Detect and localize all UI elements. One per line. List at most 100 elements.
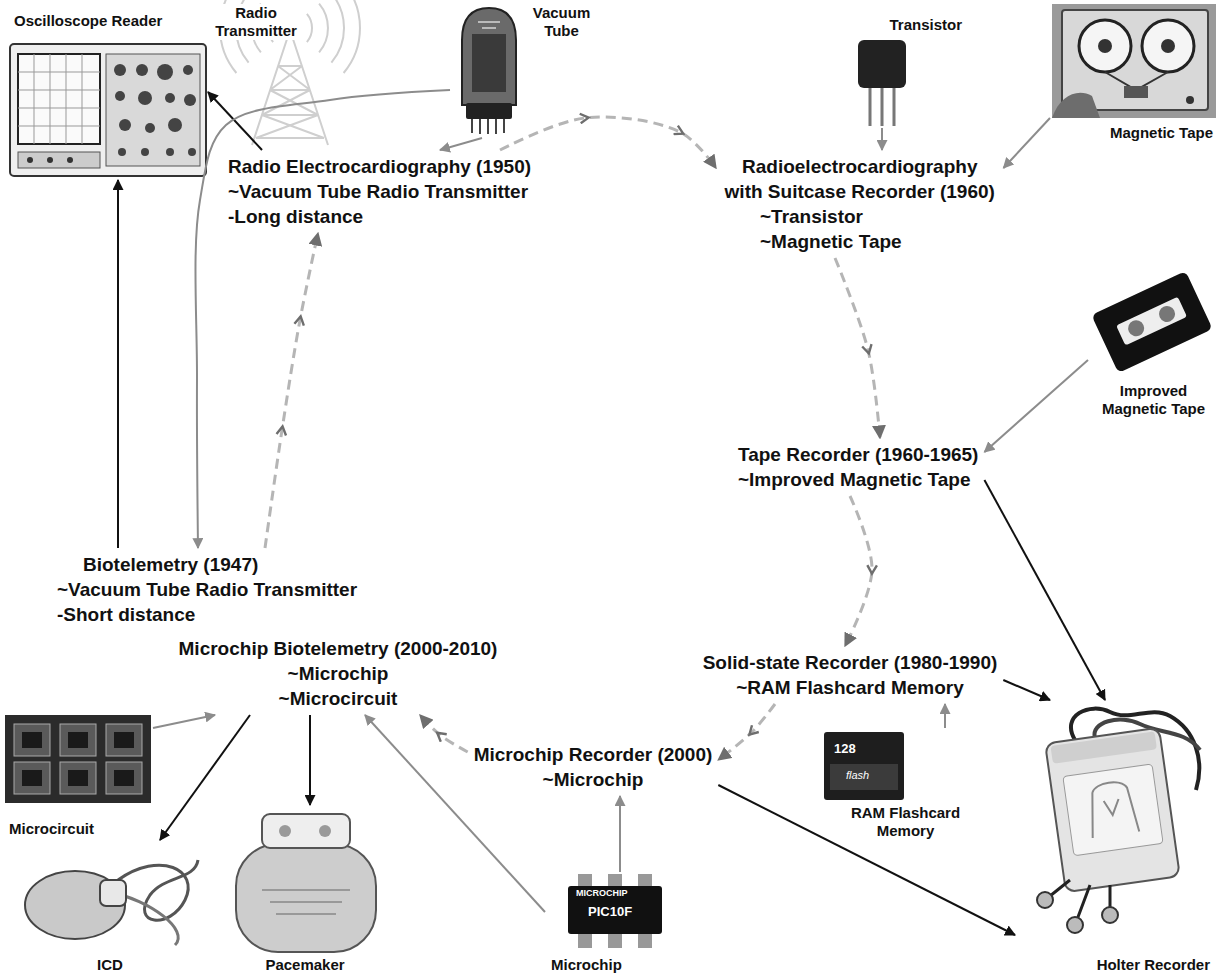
microchip-drawing [568,874,662,948]
tube-getter [478,22,500,28]
era-detail: ~Microcircuit [279,686,398,711]
cassette-window [1116,297,1187,346]
tape-machine-photo [1052,4,1216,118]
era-detail: ~Vacuum Tube Radio Transmitter [57,577,357,602]
progression-arrow [265,233,318,548]
device-output-arrow [309,715,311,805]
icd-header [100,880,126,906]
lead-port [319,825,331,837]
flashcard-band [830,764,898,790]
tower-frame [252,30,328,145]
label-holder: 128 [834,742,856,755]
tape-reel [1142,20,1194,72]
tube-envelope [462,8,516,105]
knob [145,123,155,133]
pacemaker-header [262,814,350,848]
device-picture-node: Holter Recorder [1015,700,1216,976]
technology-input-arrow [440,138,482,150]
device-label-node: Radio Transmitter [209,4,303,40]
chip-marking: 128 [834,742,856,755]
device-caption: Microchip [549,956,624,974]
device-caption: Holter Recorder [1095,956,1212,974]
era-text-node: Radio Electrocardiography (1950)~Vacuum … [222,150,537,233]
chip-body [568,886,662,934]
engraving [262,890,350,914]
era-title: Tape Recorder (1960-1965) [738,442,978,467]
control-knobs [114,64,196,156]
era-text-node: Microchip Biotelemetry (2000-2010)~Micro… [173,632,504,715]
cell-cores [22,732,134,786]
cassette-hub [1156,303,1177,324]
tape-head [1124,86,1148,98]
tube-pins [472,119,504,134]
era-title: Radio Electrocardiography (1950) [228,154,531,179]
deck-knob [1186,96,1194,104]
cassette-drawing [1091,271,1212,373]
device-caption: RAM Flashcard Memory [845,804,966,840]
era-title: Biotelemetry (1947) [83,552,258,577]
input-jack [47,157,53,163]
era-detail: -Long distance [228,204,363,229]
progression-arrow [500,117,716,168]
operator-hand [1052,93,1100,118]
era-text-node: Tape Recorder (1960-1965)~Improved Magne… [732,438,984,496]
era-detail: ~Transistor [760,204,863,229]
era-text-node: Microchip Recorder (2000)~Microchip [468,738,719,796]
cassette-hub [1126,318,1147,339]
era-detail: ~Vacuum Tube Radio Transmitter [228,179,528,204]
holter-device [1045,728,1180,893]
era-detail: ~Magnetic Tape [760,229,902,254]
knob [165,93,175,103]
era-detail: ~Improved Magnetic Tape [738,467,970,492]
cassette-shell [1091,271,1212,373]
knob [119,119,131,131]
device-output-arrow [984,480,1105,700]
tape-reel [1079,20,1131,72]
holter-case [1045,728,1180,893]
tube-base [466,103,512,119]
transistor-body [858,40,906,88]
knob [183,65,193,75]
torso-sketch [1085,779,1139,838]
input-jack [67,157,73,163]
flashcard-drawing [824,732,904,800]
knob [141,148,149,156]
knob [188,148,196,156]
era-title: Radioelectrocardiography with Suitcase R… [722,154,998,204]
electrode [1067,917,1083,933]
device-picture-node: Pacemaker [228,805,382,976]
device-picture-node: Magnetic Tape [1050,2,1219,144]
input-strip [18,152,100,168]
device-picture-node: Improved Magnetic Tape [1088,268,1219,420]
holter-drawing [1037,709,1200,933]
knob [118,148,126,156]
input-jack [27,157,33,163]
device-picture-node: Oscilloscope Reader [8,10,208,180]
knob [115,91,125,101]
device-picture-node: Microchip [545,872,685,976]
device-picture-node: Vacuum Tube [450,2,605,138]
device-picture-node: Microcircuit [3,712,153,840]
device-picture-node: Transistor [850,14,968,128]
icd-can [25,871,125,939]
device-caption: ICD [95,956,125,974]
holter-cap [1050,731,1156,763]
reel-hub [1161,39,1175,53]
era-detail: ~Microchip [543,767,644,792]
icd-drawing [25,860,198,945]
pacemaker-can [236,844,376,952]
screen-grid [18,54,100,144]
tube-plate [472,34,506,92]
technology-input-arrow [153,715,215,728]
device-caption: Vacuum Tube [522,4,601,40]
era-detail: ~Microchip [288,661,389,686]
era-text-node: Biotelemetry (1947)~Vacuum Tube Radio Tr… [51,548,363,631]
chip-marking: PIC10F [588,905,632,918]
device-output-arrow [1003,680,1050,700]
chip-pin [638,932,652,948]
chip-pin [578,932,592,948]
